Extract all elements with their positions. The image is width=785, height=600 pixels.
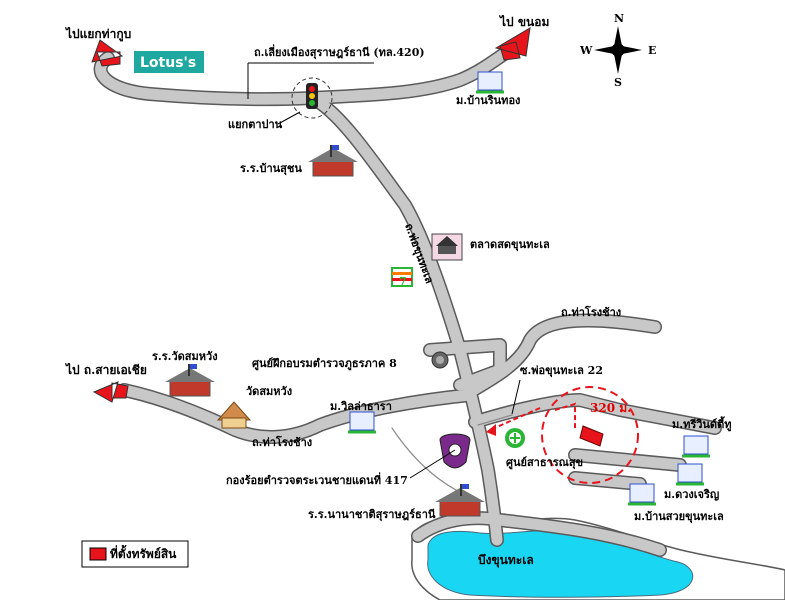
school-icon bbox=[165, 364, 215, 397]
property-location bbox=[486, 379, 639, 484]
village-house-icon bbox=[628, 483, 656, 506]
arrow-to-tha-kup bbox=[91, 39, 124, 67]
label-villa-thara: ม.วิลล่าธารา bbox=[330, 400, 392, 413]
school-icon bbox=[435, 484, 485, 517]
label-tha-rong-chang-bottom: ถ.ท่าโรงช้าง bbox=[252, 435, 312, 449]
legend-property-swatch bbox=[89, 547, 107, 561]
label-international-school: ร.ร.นานาชาติสุราษฎร์ธานี bbox=[308, 508, 436, 522]
label-border-patrol: กองร้อยตำรวจตระเวนชายแดนที่ 417 bbox=[226, 472, 408, 487]
market-icon bbox=[431, 233, 463, 261]
arrow-to-sai-asia bbox=[92, 381, 129, 403]
label-bypass-road: ถ.เลี่ยงเมืองสุราษฎร์ธานี (ทล.420) bbox=[254, 44, 425, 60]
label-police-training: ศูนย์ฝึกอบรมตำรวจภูธรภาค 8 bbox=[252, 357, 397, 371]
label-village-treevin: ม.ทรีวินด์ตี้ทู bbox=[672, 416, 731, 432]
village-house-icon bbox=[348, 411, 376, 434]
village-house-icon bbox=[476, 71, 504, 94]
label-health-center: ศูนย์สาธารณสุข bbox=[506, 456, 583, 470]
label-to-tha-kup: ไปแยกท่ากูบ bbox=[64, 26, 131, 42]
border-patrol-emblem bbox=[409, 433, 471, 479]
property-marker-icon bbox=[579, 425, 604, 447]
compass-south: S bbox=[614, 76, 622, 89]
road-network bbox=[93, 43, 722, 557]
health-center-lane bbox=[477, 414, 513, 426]
compass-west: W bbox=[579, 44, 593, 57]
compass-north: N bbox=[614, 12, 624, 25]
map-labels: ไปแยกท่ากูบ ไป ขนอม ถ.เลี่ยงเมืองสุราษฎร… bbox=[64, 12, 731, 568]
label-seven-eleven: 7 bbox=[399, 275, 407, 288]
lotus-logo bbox=[134, 51, 204, 73]
seven-eleven-icon bbox=[391, 267, 413, 287]
village-house-icon bbox=[676, 463, 704, 486]
label-wat-som-wang: วัดสมหวัง bbox=[246, 385, 292, 398]
arrow-to-khanom bbox=[494, 27, 531, 61]
direction-arrows bbox=[91, 27, 531, 403]
label-to-sai-asia: ไป ถ.สายเอเชีย bbox=[64, 362, 147, 377]
temple-icon bbox=[216, 401, 252, 429]
label-ta-pan-junction: แยกตาปาน bbox=[228, 118, 283, 131]
label-fresh-market: ตลาดสดขุนทะเล bbox=[470, 238, 550, 252]
label-village-suan-khun-thale: ม.บ้านสวยขุนทะเล bbox=[634, 510, 724, 524]
ta-pan-junction-marker bbox=[291, 77, 333, 119]
school-icon bbox=[308, 145, 358, 177]
compass-icon bbox=[594, 26, 642, 74]
label-legend-property: ที่ตั้งทรัพย์สิน bbox=[110, 544, 177, 561]
health-center-icon bbox=[505, 428, 525, 448]
label-lake: บึงขุนทะเล bbox=[478, 553, 534, 568]
label-distance: 320 ม. bbox=[590, 401, 631, 415]
label-to-khanom: ไป ขนอม bbox=[498, 14, 549, 29]
label-wat-som-wang-school: ร.ร.วัดสมหวัง bbox=[152, 350, 218, 363]
compass-east: E bbox=[648, 44, 656, 57]
village-house-icon bbox=[682, 435, 710, 458]
legend bbox=[81, 540, 189, 568]
label-ban-suchon-school: ร.ร.บ้านสุชน bbox=[240, 162, 302, 176]
label-soi-22: ซ.พ่อขุนทะเล 22 bbox=[520, 364, 603, 378]
route-to-property bbox=[554, 402, 576, 428]
label-tha-rong-chang-top: ถ.ท่าโรงช้าง bbox=[561, 305, 621, 319]
police-seal-icon bbox=[431, 351, 449, 369]
label-lotus-logo: Lotus's bbox=[140, 55, 196, 71]
label-village-duang-charoen: ม.ดวงเจริญ bbox=[664, 488, 719, 501]
label-ban-rin-thong: ม.บ้านรินทอง bbox=[456, 94, 520, 107]
